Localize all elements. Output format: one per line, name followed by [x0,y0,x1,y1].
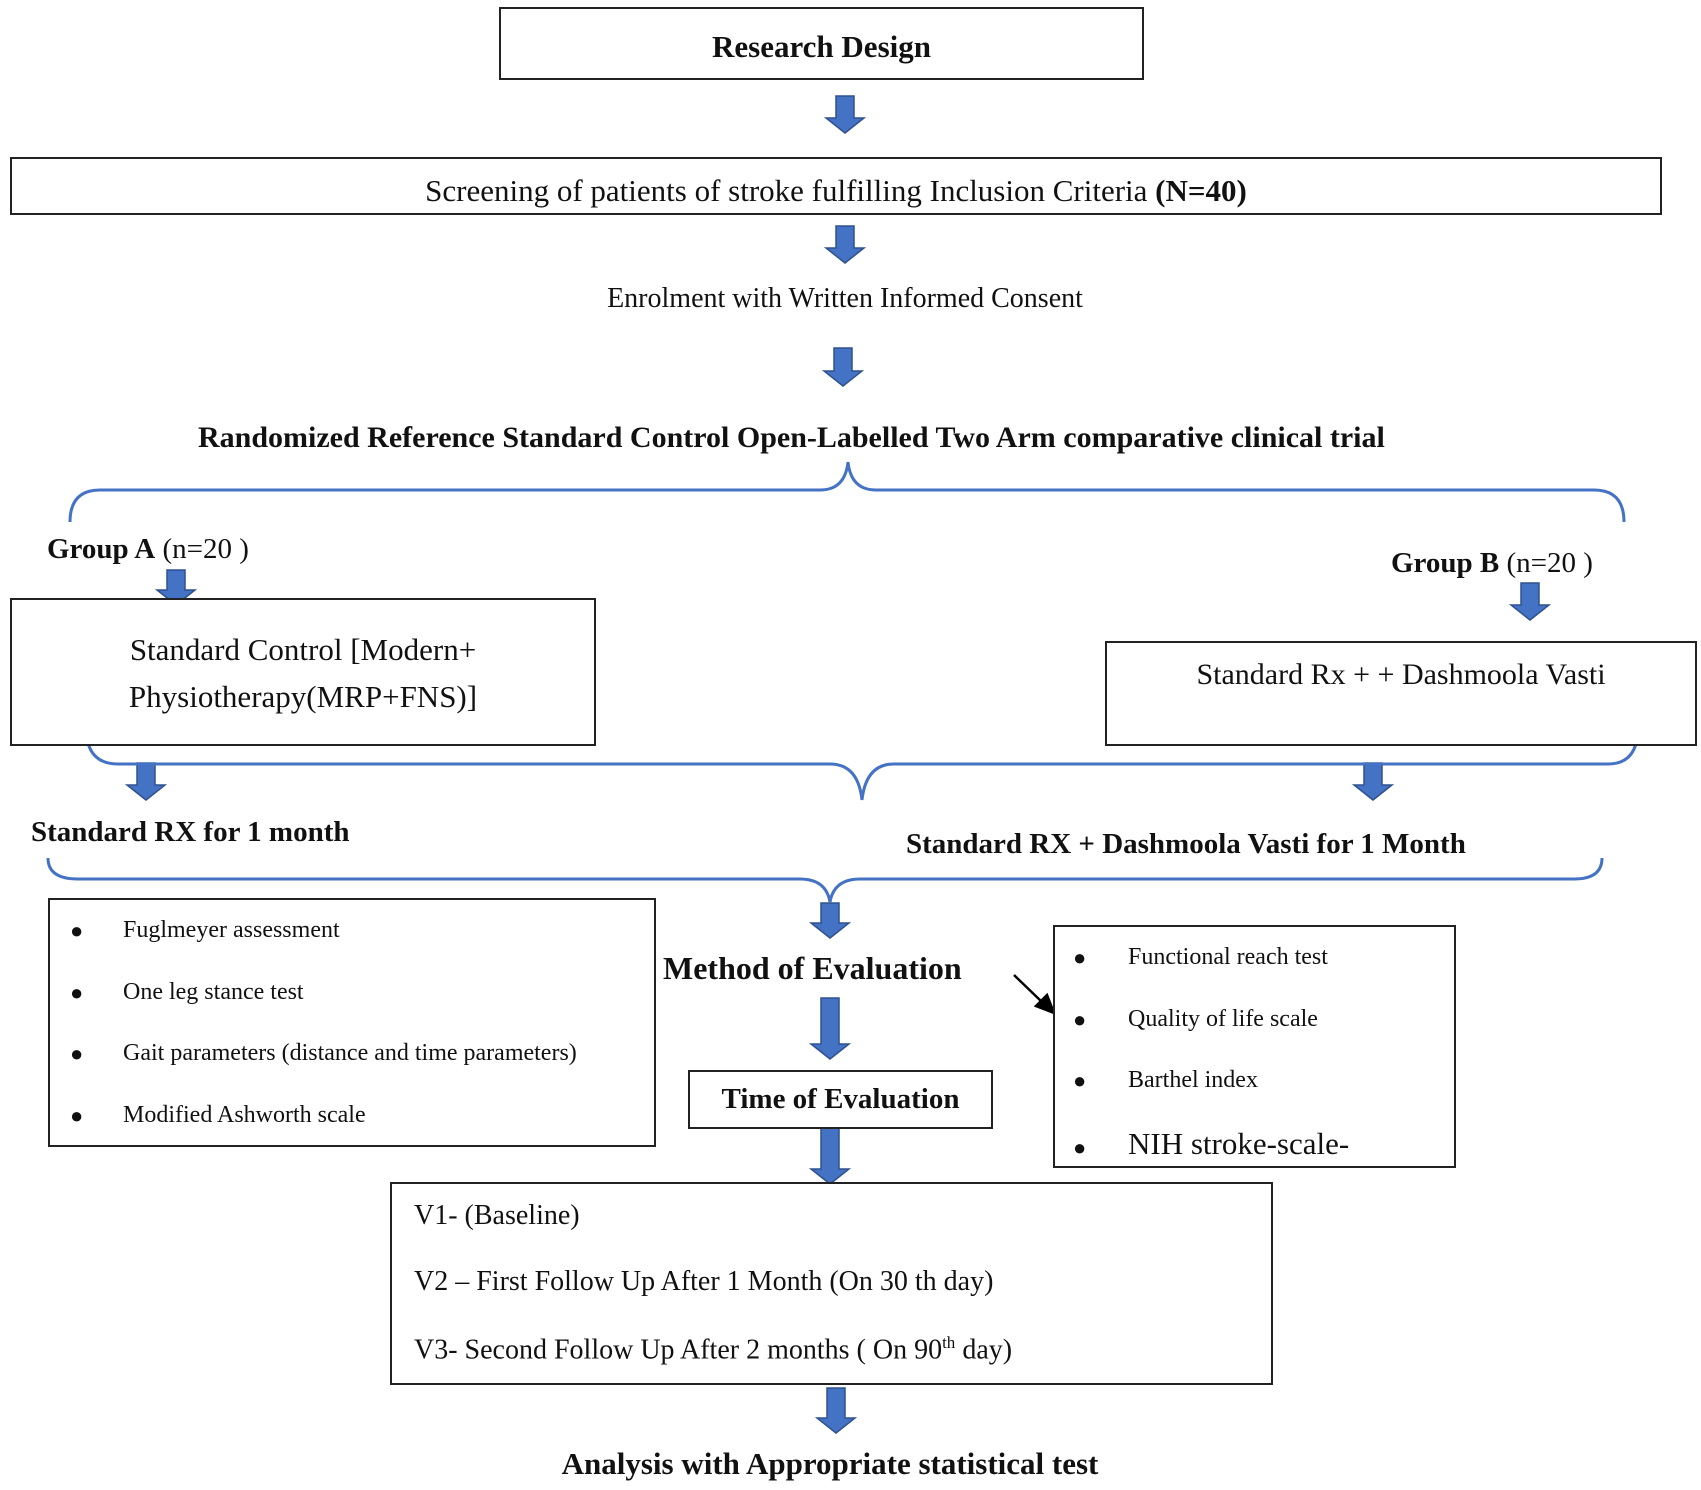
pointer-right-line [1013,974,1044,1004]
left-item-3: Gait parameters (distance and time param… [123,1040,577,1066]
bullet-5: ● [1073,945,1087,970]
screening-text: Screening of patients of stroke fulfilli… [425,173,1156,208]
arrow-group-a-rx [124,762,168,801]
screening-count: (N=40) [1155,173,1247,208]
method-of-evaluation: Method of Evaluation [663,950,962,986]
visit-v3-superscript: th [942,1333,956,1352]
bullet-6: ● [1073,1007,1087,1032]
analysis-text: Analysis with Appropriate statistical te… [561,1446,1099,1481]
visit-v3-end: day) [955,1334,1013,1366]
group-a-heading: Group A (n=20 ) [47,535,249,564]
group-a-box: Standard Control [Modern+ Physiotherapy(… [10,598,596,746]
brace-trial [68,461,1626,523]
visit-v1: V1- (Baseline) [414,1200,580,1231]
arrow-title-to-screening [823,95,867,134]
pointer-right-head [1033,992,1057,1016]
bullet-4: ● [70,1103,84,1128]
visits-box: V1- (Baseline) V2 – First Follow Up Afte… [390,1182,1273,1385]
arrow-group-b [1508,582,1552,621]
bullet-3: ● [70,1041,84,1066]
left-evaluation-box: ● Fuglmeyer assessment ● One leg stance … [48,898,656,1147]
left-item-2: One leg stance test [123,979,304,1005]
arrow-method-to-time [808,997,852,1060]
group-a-label: Group A [47,533,156,565]
right-evaluation-box: ● Functional reach test ● Quality of lif… [1053,925,1456,1168]
group-a-rx: Standard RX for 1 month [31,816,350,848]
group-b-rx: Standard RX + Dashmoola Vasti for 1 Mont… [906,828,1466,860]
bullet-7: ● [1073,1068,1087,1093]
bullet-1: ● [70,918,84,943]
visit-v2: V2 – First Follow Up After 1 Month (On 3… [414,1266,994,1297]
group-a-box-line1: Standard Control [Modern+ [129,632,477,667]
right-item-2: Quality of life scale [1128,1006,1318,1032]
group-a-count: (n=20 ) [162,533,249,565]
left-item-4: Modified Ashworth scale [123,1102,366,1128]
arrow-time-to-visits [808,1127,852,1185]
screening-text-line: Screening of patients of stroke fulfilli… [12,175,1660,206]
visit-v3-main: V3- Second Follow Up After 2 months ( On… [414,1334,943,1366]
group-b-heading: Group B (n=20 ) [1391,549,1593,578]
right-item-4: NIH stroke-scale- [1128,1126,1350,1161]
arrow-to-method [808,902,852,939]
brace-rx [46,857,1604,903]
research-design-title: Research Design [712,29,931,64]
visit-v3: V3- Second Follow Up After 2 months ( On… [414,1334,1012,1364]
arrow-visits-to-analysis [814,1387,858,1434]
arrow-enrolment-to-trial [821,347,865,387]
time-of-evaluation: Time of Evaluation [721,1083,960,1115]
group-b-box-text: Standard Rx + + Dashmoola Vasti [1196,658,1606,691]
left-item-1: Fuglmeyer assessment [123,917,340,943]
time-of-evaluation-box: Time of Evaluation [688,1070,993,1129]
research-design-box: Research Design [499,7,1144,80]
group-b-box: Standard Rx + + Dashmoola Vasti [1105,641,1697,746]
arrow-group-a [154,569,198,606]
right-item-1: Functional reach test [1128,944,1328,970]
bullet-2: ● [70,980,84,1005]
group-b-label: Group B [1391,547,1500,579]
bullet-8: ● [1073,1135,1087,1160]
group-a-box-line2: Physiotherapy(MRP+FNS)] [128,679,478,714]
enrolment-text: Enrolment with Written Informed Consent [607,283,1083,314]
arrow-screening-to-enrolment [823,225,867,264]
right-item-3: Barthel index [1128,1067,1258,1093]
brace-groups [84,726,1640,801]
arrow-group-b-rx [1351,762,1395,801]
trial-heading: Randomized Reference Standard Control Op… [198,421,1385,454]
screening-box: Screening of patients of stroke fulfilli… [10,157,1662,215]
group-b-count: (n=20 ) [1506,547,1593,579]
